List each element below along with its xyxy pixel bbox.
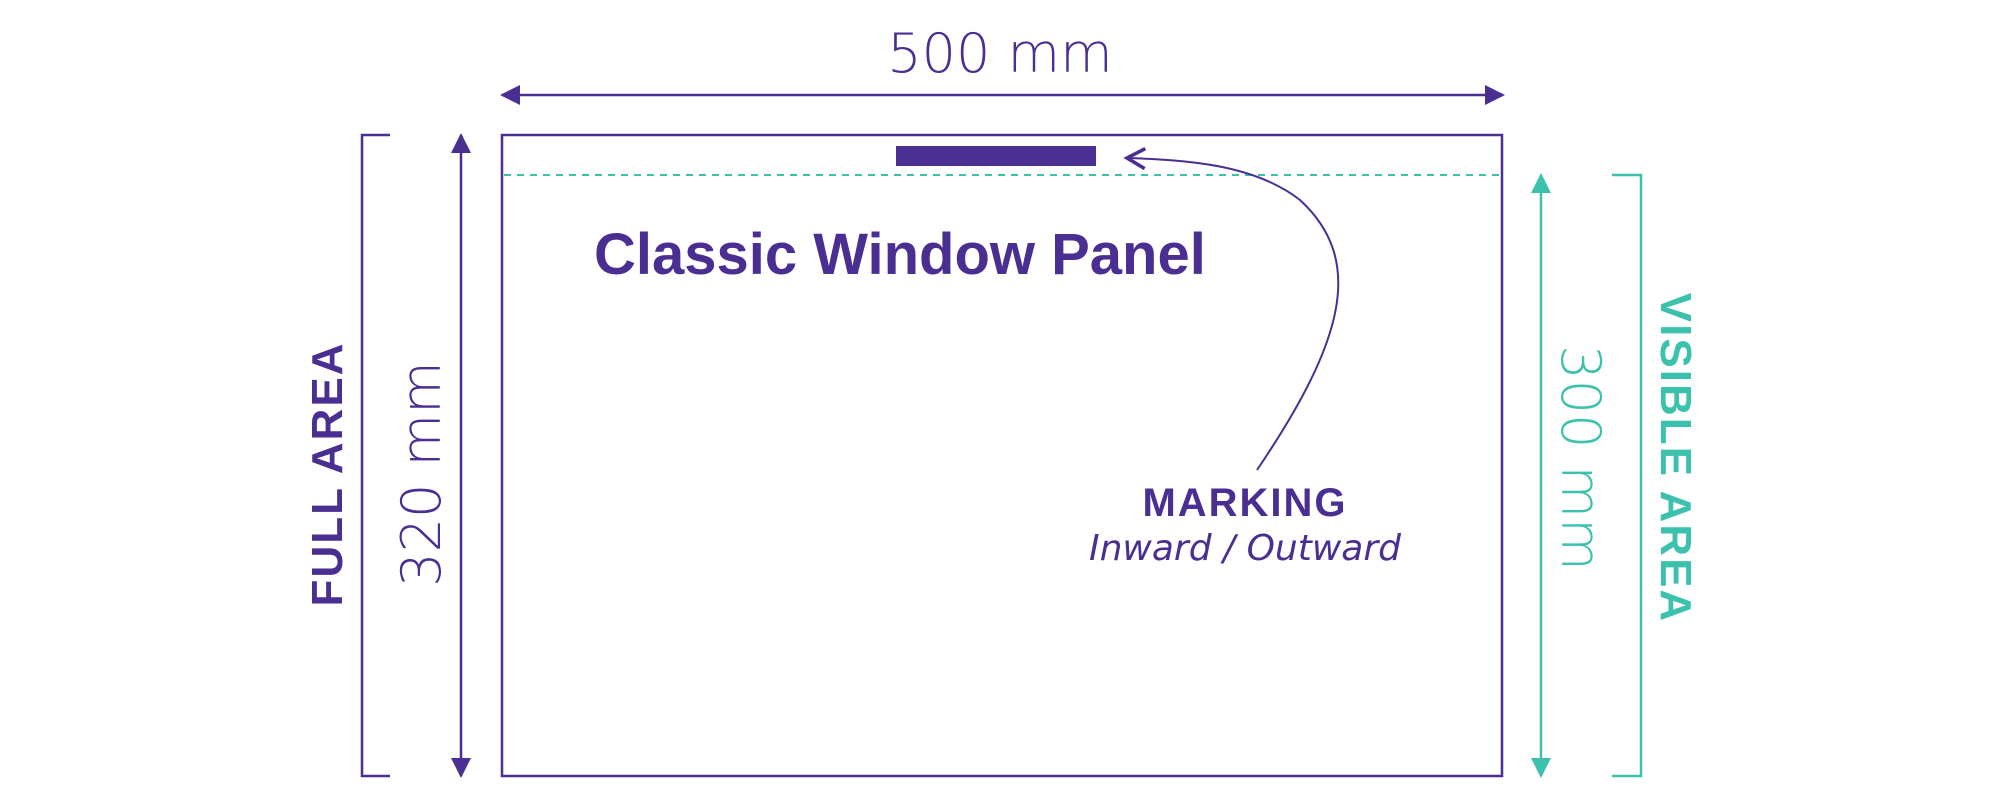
width-label: 500 mm [887,22,1112,85]
marking-sublabel: Inward / Outward [1089,528,1402,569]
marking-callout-arrow [1123,146,1340,471]
panel-title: Classic Window Panel [594,222,1206,287]
full-area-label: FULL AREA [303,342,352,607]
marking-bar [896,146,1096,166]
full-area-bracket [360,133,390,778]
visible-height-label: 300 mm [1549,345,1612,570]
visible-area-bracket [1612,173,1643,778]
panel-outline [500,133,1504,778]
full-height-label: 320 mm [390,361,453,586]
visible-area-label: VISIBLE AREA [1651,293,1700,623]
marking-label: MARKING [1142,481,1347,525]
